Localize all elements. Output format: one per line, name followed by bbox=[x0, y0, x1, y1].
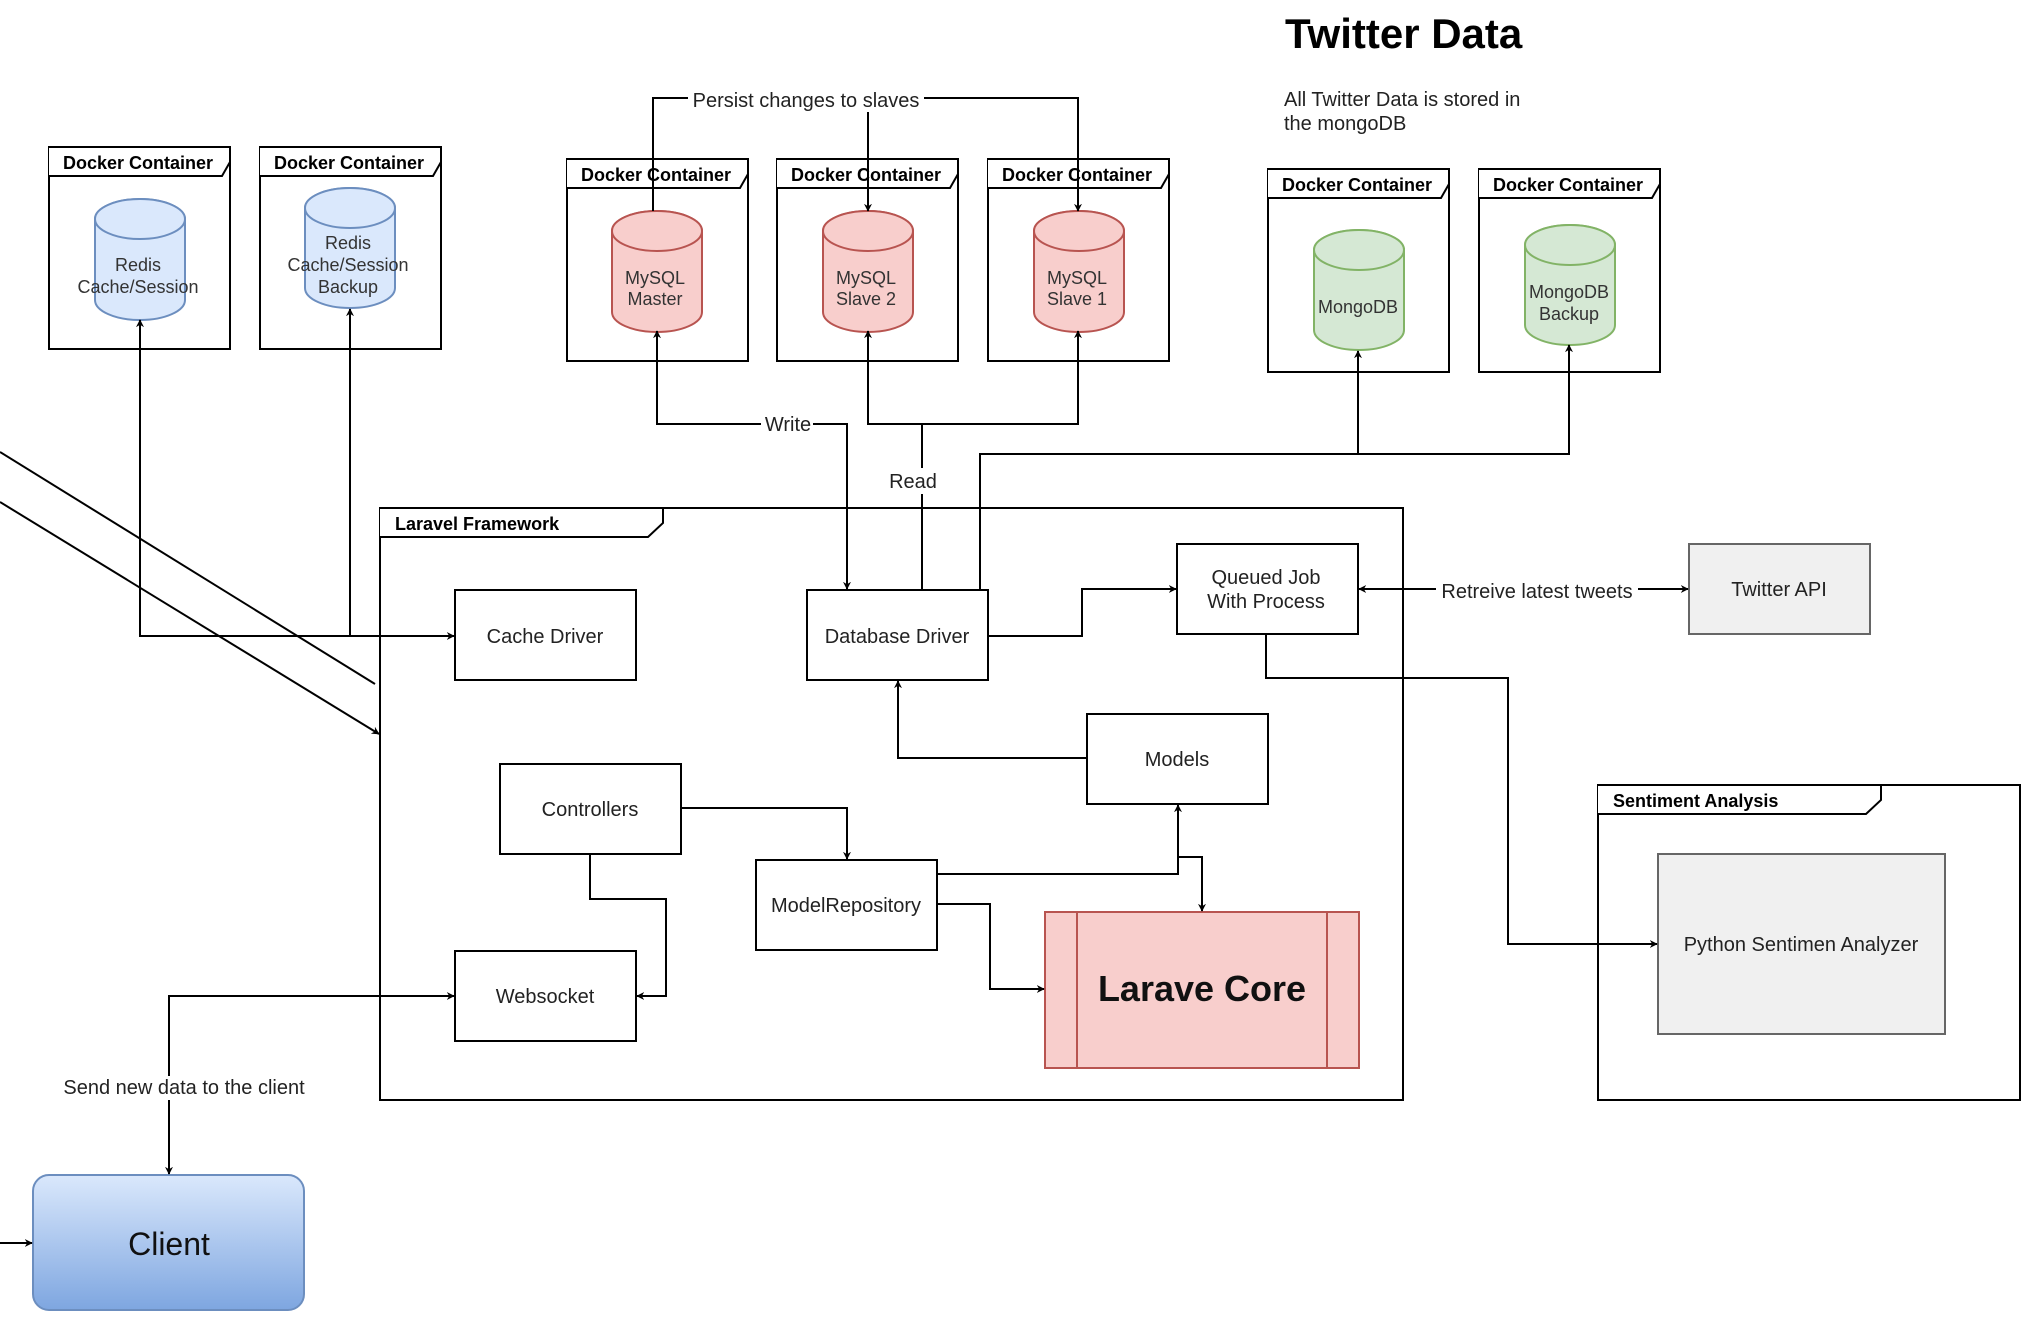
container-title: Docker Container bbox=[274, 153, 424, 173]
db-label: Backup bbox=[1539, 304, 1599, 324]
db-label: Backup bbox=[318, 277, 378, 297]
edge-repo-to-models bbox=[937, 804, 1206, 912]
database-driver-node[interactable]: Database Driver bbox=[806, 589, 989, 681]
edge-controllers-to-websocket bbox=[589, 854, 667, 1000]
frame-title: Sentiment Analysis bbox=[1613, 791, 1778, 811]
twitter-api-node[interactable]: Twitter API bbox=[1688, 543, 1871, 635]
db-label: MongoDB bbox=[1529, 282, 1609, 302]
node-label: Models bbox=[1145, 749, 1209, 771]
db-label: Cache/Session bbox=[287, 255, 408, 275]
edge-persist-changes: Persist changes to slaves bbox=[652, 88, 1082, 212]
node-label: ModelRepository bbox=[771, 895, 921, 917]
cache-driver-node[interactable]: Cache Driver bbox=[454, 589, 637, 681]
db-label: MySQL bbox=[836, 268, 896, 288]
db-label: MySQL bbox=[1047, 268, 1107, 288]
db-label: Cache/Session bbox=[77, 277, 198, 297]
edge-offcanvas-incoming bbox=[0, 451, 380, 1247]
edge-repo-to-core bbox=[937, 903, 1045, 993]
sentiment-analysis-frame[interactable]: Sentiment Analysis bbox=[1597, 784, 2021, 1101]
docker-container-mysql-slave-2[interactable]: Docker Container MySQL Slave 2 bbox=[776, 158, 959, 362]
note-line-1: All Twitter Data is stored in bbox=[1284, 89, 1520, 111]
edge-label: Read bbox=[889, 471, 937, 493]
docker-container-mysql-master[interactable]: Docker Container MySQL Master bbox=[566, 158, 749, 362]
db-label: Redis bbox=[325, 233, 371, 253]
edge-write: Write bbox=[653, 330, 851, 590]
db-label: Slave 1 bbox=[1047, 289, 1107, 309]
container-title: Docker Container bbox=[63, 153, 213, 173]
node-label: Twitter API bbox=[1731, 579, 1827, 601]
websocket-node[interactable]: Websocket bbox=[454, 950, 637, 1042]
db-label: Master bbox=[627, 289, 682, 309]
edge-controllers-to-repo bbox=[681, 807, 851, 860]
edge-db-to-mongo bbox=[979, 344, 1573, 590]
edge-retrieve-tweets: Retreive latest tweets bbox=[1358, 579, 1689, 603]
edge-db-to-queue bbox=[988, 585, 1177, 637]
docker-container-redis[interactable]: Docker Container Redis Cache/Session bbox=[48, 146, 231, 350]
docker-container-mongodb-backup[interactable]: Docker Container MongoDB Backup bbox=[1478, 168, 1661, 373]
mysql-slave-2-cylinder[interactable]: MySQL Slave 2 bbox=[822, 210, 914, 333]
node-label: Python Sentimen Analyzer bbox=[1684, 934, 1919, 956]
edge-label: Send new data to the client bbox=[63, 1077, 305, 1099]
db-label: MongoDB bbox=[1318, 297, 1398, 317]
mysql-slave-1-cylinder[interactable]: MySQL Slave 1 bbox=[1033, 210, 1125, 333]
container-title: Docker Container bbox=[791, 165, 941, 185]
edge-label: Persist changes to slaves bbox=[693, 90, 920, 112]
frame-title: Laravel Framework bbox=[395, 514, 560, 534]
mongodb-backup-cylinder[interactable]: MongoDB Backup bbox=[1524, 224, 1616, 346]
edge-queue-to-sentiment bbox=[1265, 634, 1658, 948]
note-line-2: the mongoDB bbox=[1284, 113, 1406, 135]
node-label: Controllers bbox=[542, 799, 639, 821]
edge-label: Write bbox=[765, 414, 811, 436]
container-title: Docker Container bbox=[581, 165, 731, 185]
edge-models-to-db bbox=[894, 680, 1087, 759]
container-title: Docker Container bbox=[1493, 175, 1643, 195]
edge-redis-to-cache bbox=[136, 308, 455, 640]
docker-container-mongodb[interactable]: Docker Container MongoDB bbox=[1267, 168, 1450, 373]
container-title: Docker Container bbox=[1282, 175, 1432, 195]
laravel-core-node[interactable]: Larave Core bbox=[1044, 911, 1360, 1069]
redis-cylinder[interactable]: Redis Cache/Session bbox=[77, 198, 199, 321]
mongodb-cylinder[interactable]: MongoDB bbox=[1313, 229, 1405, 351]
models-node[interactable]: Models bbox=[1086, 713, 1269, 805]
edge-send-to-client: Send new data to the client bbox=[50, 992, 455, 1175]
client-node[interactable]: Client bbox=[32, 1174, 305, 1311]
node-label: Websocket bbox=[496, 986, 595, 1008]
queued-job-node[interactable]: Queued Job With Process bbox=[1176, 543, 1359, 635]
node-label: Database Driver bbox=[825, 626, 970, 648]
db-label: Redis bbox=[115, 255, 161, 275]
python-sentiment-analyzer-node[interactable]: Python Sentimen Analyzer bbox=[1657, 853, 1946, 1035]
node-label: Cache Driver bbox=[487, 626, 604, 648]
db-label: MySQL bbox=[625, 268, 685, 288]
node-label: Queued Job bbox=[1212, 567, 1321, 589]
node-label: Client bbox=[128, 1226, 210, 1262]
diagram-title: Twitter Data bbox=[1285, 10, 1523, 57]
node-label: With Process bbox=[1207, 591, 1325, 613]
controllers-node[interactable]: Controllers bbox=[499, 763, 682, 855]
redis-backup-cylinder[interactable]: Redis Cache/Session Backup bbox=[287, 187, 409, 309]
db-label: Slave 2 bbox=[836, 289, 896, 309]
mysql-master-cylinder[interactable]: MySQL Master bbox=[611, 210, 703, 333]
node-label: Larave Core bbox=[1098, 968, 1306, 1009]
edge-read: Read bbox=[864, 330, 1082, 590]
edge-label: Retreive latest tweets bbox=[1441, 581, 1632, 603]
model-repository-node[interactable]: ModelRepository bbox=[755, 859, 938, 951]
